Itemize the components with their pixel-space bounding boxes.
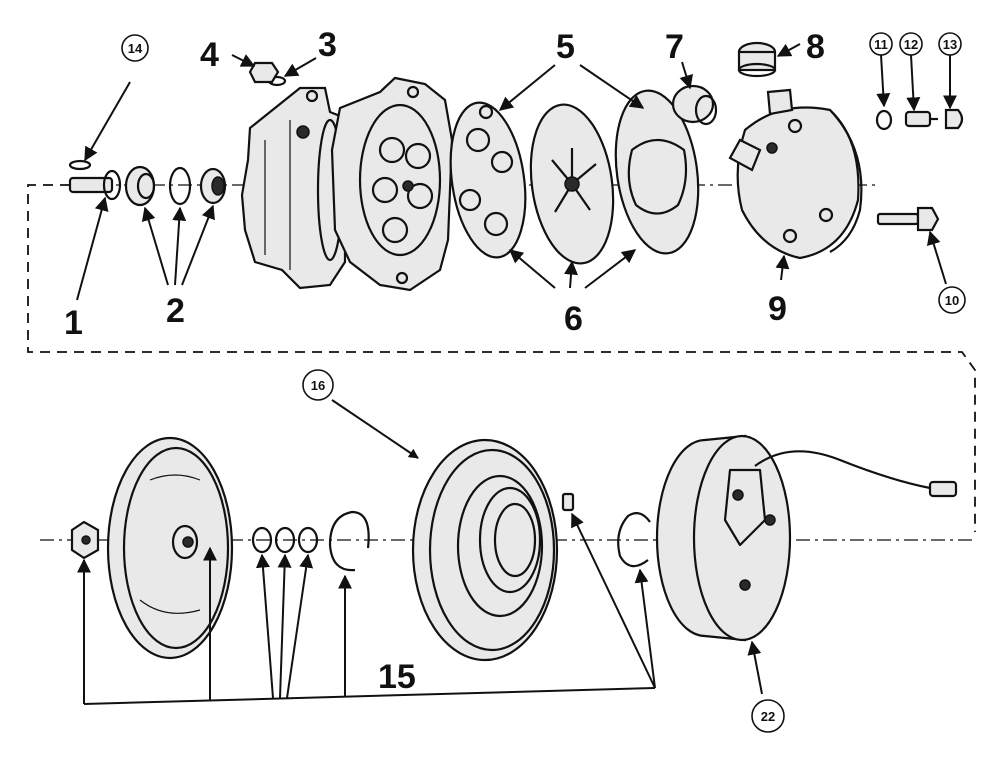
callout-15: 15 (378, 658, 416, 696)
callout-10: 10 (938, 286, 966, 314)
plug-fitting (248, 61, 287, 87)
svg-text:14: 14 (128, 41, 143, 56)
callout-leaders (76, 43, 957, 705)
valve-plate-front (449, 101, 527, 259)
mounting-bolt (876, 206, 940, 232)
svg-text:22: 22 (761, 709, 775, 724)
cylinder-block (330, 76, 454, 292)
callout-3: 3 (318, 26, 337, 64)
callout-14: 14 (121, 34, 149, 62)
callout-8: 8 (806, 28, 825, 66)
svg-text:16: 16 (311, 378, 325, 393)
field-coil (655, 434, 958, 642)
callout-22: 22 (751, 699, 785, 733)
service-cap (737, 41, 777, 78)
snap-ring (328, 510, 370, 572)
callout-6: 6 (564, 300, 583, 338)
hub-nut (70, 520, 100, 560)
svg-text:13: 13 (943, 37, 957, 52)
washer-part (875, 109, 893, 131)
shaft-key-part (68, 159, 92, 171)
callout-12: 12 (899, 32, 923, 56)
seal-parts (124, 165, 227, 207)
oil-fill-cap (671, 84, 718, 126)
retaining-ring (617, 511, 651, 568)
callout-7: 7 (665, 28, 684, 66)
callout-4: 4 (200, 36, 219, 74)
callout-13: 13 (938, 32, 962, 56)
callout-9: 9 (768, 290, 787, 328)
rear-head (728, 88, 863, 260)
clutch-plate (106, 436, 234, 660)
front-housing (240, 86, 347, 290)
callout-2: 2 (166, 292, 185, 330)
pulley-pin (561, 492, 575, 512)
shim-washers (251, 526, 319, 554)
valve-core-part (904, 110, 938, 128)
svg-text:12: 12 (904, 37, 918, 52)
callout-16: 16 (302, 369, 334, 401)
valve-plate-rear (614, 89, 700, 255)
cap-nut-part (944, 108, 964, 130)
pulley (411, 438, 559, 662)
svg-text:10: 10 (945, 293, 959, 308)
callout-11: 11 (869, 32, 893, 56)
assembly-dashed-connector (27, 184, 976, 532)
callout-1: 1 (64, 304, 83, 342)
callout-5: 5 (556, 28, 575, 66)
reed-valve-plate (529, 103, 615, 265)
shaft-part (68, 169, 122, 201)
svg-text:11: 11 (874, 37, 888, 52)
